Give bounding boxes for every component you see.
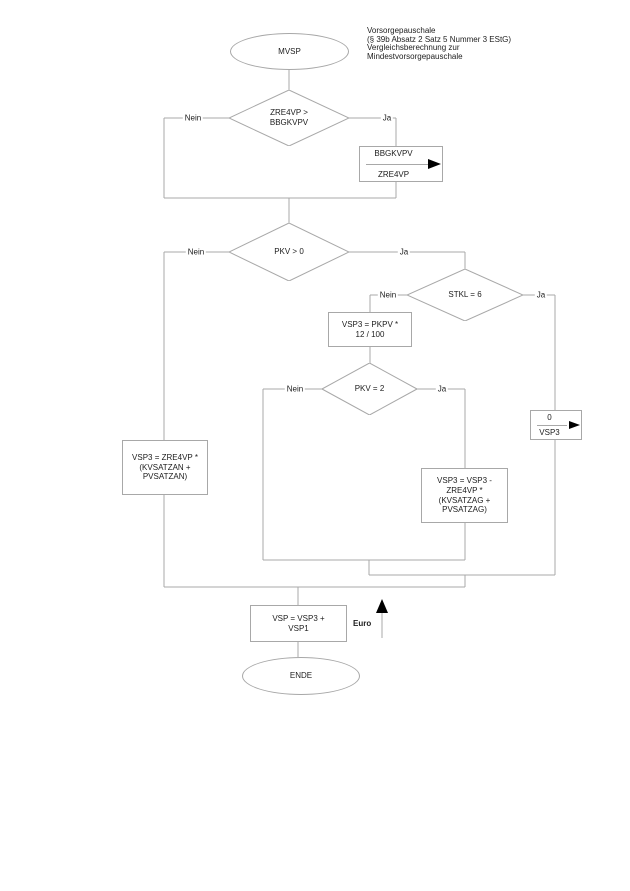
decision-label: PKV = 2 (354, 384, 385, 394)
process-vsp-sum: VSP = VSP3 + VSP1 (250, 605, 347, 642)
assign-bbgkvpv-to-zre4vp: BBGKVPV ZRE4VP (359, 146, 443, 182)
diamond-shape (322, 363, 417, 415)
edge-label-ja: Ja (380, 113, 394, 123)
euro-axis-label: Euro (353, 619, 372, 628)
end-terminal-label: ENDE (289, 671, 313, 681)
assign-source: 0 (547, 413, 552, 422)
assign-line (537, 425, 567, 426)
assign-0-to-vsp3: 0 VSP3 (530, 410, 582, 440)
decision-label: PKV > 0 (274, 247, 304, 257)
end-terminal-ende: ENDE (242, 657, 360, 695)
assign-target: VSP3 (539, 428, 560, 437)
decision-zre4vp-gt-bbgkvpv: ZRE4VP > BBGKVPV (229, 90, 349, 146)
process-vsp3-kvsatzag: VSP3 = VSP3 - ZRE4VP * (KVSATZAG + PVSAT… (421, 468, 508, 523)
edge-label-nein: Nein (182, 113, 204, 123)
assignment-arrow-icon (428, 159, 441, 169)
edge-label-nein: Nein (284, 384, 306, 394)
process-label: VSP3 = PKPV * 12 / 100 (341, 319, 399, 339)
start-terminal-label: MVSP (278, 46, 301, 56)
decision-stkl-eq-6: STKL = 6 (407, 269, 523, 321)
edge-label-ja: Ja (435, 384, 449, 394)
edge-label-ja: Ja (534, 290, 548, 300)
legal-note: Vorsorgepauschale (§ 39b Absatz 2 Satz 5… (367, 26, 512, 62)
process-vsp3-kvsatzan: VSP3 = ZRE4VP * (KVSATZAN + PVSATZAN) (122, 440, 208, 495)
decision-pkv-gt-0: PKV > 0 (229, 223, 349, 281)
assign-source: BBGKVPV (374, 149, 413, 158)
decision-label: ZRE4VP > BBGKVPV (269, 108, 309, 127)
assignment-arrow-icon (569, 421, 580, 429)
process-vsp3-pkpv: VSP3 = PKPV * 12 / 100 (328, 312, 412, 347)
process-label: VSP3 = ZRE4VP * (KVSATZAN + PVSATZAN) (132, 453, 198, 482)
diamond-shape (229, 90, 349, 146)
diamond-shape (407, 269, 523, 321)
process-label: VSP3 = VSP3 - ZRE4VP * (KVSATZAG + PVSAT… (437, 476, 492, 515)
decision-pkv-eq-2: PKV = 2 (322, 363, 417, 415)
edge-label-nein: Nein (377, 290, 399, 300)
start-terminal-mvsp: MVSP (230, 33, 349, 70)
edge-label-ja: Ja (397, 247, 411, 257)
diamond-shape (229, 223, 349, 281)
assign-line (366, 164, 428, 165)
decision-label: STKL = 6 (448, 290, 482, 300)
euro-axis-arrow-icon (374, 598, 390, 640)
process-label: VSP = VSP3 + VSP1 (272, 613, 325, 633)
edge-label-nein: Nein (185, 247, 207, 257)
assign-target: ZRE4VP (377, 170, 410, 179)
